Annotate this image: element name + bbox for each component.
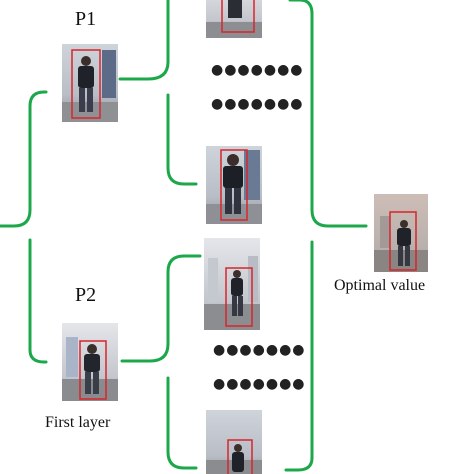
thumbnail-p2 [62,323,118,401]
thumbnail-p2-candidate-top [204,238,260,330]
thumbnail-p1-candidate-bottom [206,146,262,224]
label-p1: P1 [75,8,97,30]
label-p2: P2 [75,284,97,306]
label-optimal-value: Optimal value [334,277,426,294]
thumbnail-p1-candidate-top [206,0,262,38]
thumbnail-p2-candidate-bottom [206,410,262,474]
root-bracket [0,90,48,364]
ellipsis-p2-1: ●●●●●●● [213,342,306,358]
connector-lines [0,0,368,472]
ellipsis-p1-2: ●●●●●●● [211,96,304,112]
ellipsis-p2-2: ●●●●●●● [213,376,306,392]
thumbnail-optimal [374,194,428,272]
final-bracket [284,0,368,472]
p2-bracket [120,254,202,470]
label-first-layer: First layer [45,414,111,431]
thumbnail-p1 [62,44,118,122]
p1-bracket [118,0,198,186]
ellipsis-p1-1: ●●●●●●● [211,62,304,78]
